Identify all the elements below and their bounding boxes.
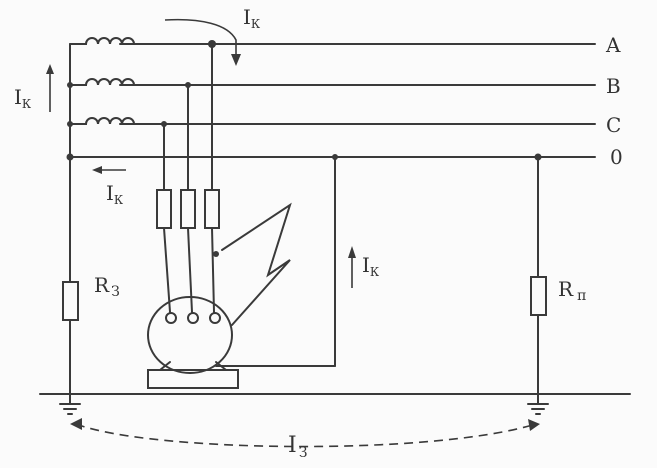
neutral-to-frame [215,154,338,367]
resistor-rn [530,153,547,405]
label-ik-middle: IК [362,253,380,279]
fuse-1 [156,189,172,229]
label-ik-left: IК [14,85,32,111]
arrow-ik-middle [348,246,356,288]
resistor-rn-body [530,276,547,316]
ground-current-arrow [70,418,540,448]
label-phase-a: A [605,33,621,57]
label-ik-neutral: IК [106,181,124,207]
arrow-ik-left [46,64,54,112]
motor-body [147,296,233,374]
motor-feed-wires [161,40,216,191]
label-ik-top: IК [243,5,261,31]
motor-base [147,369,239,389]
motor [147,296,239,389]
coil-a [69,37,135,45]
coil-c [69,117,135,125]
fuse-3 [204,189,220,229]
generator-windings [66,37,135,161]
arrow-ik-neutral [92,166,126,174]
ground-symbol-left [59,403,81,415]
fuse-2 [180,189,196,229]
label-neutral: 0 [610,145,623,169]
label-phase-b: B [606,74,621,98]
resistor-r3 [62,156,79,405]
phase-lines [69,43,596,158]
fault-lightning-icon [221,202,292,326]
resistor-r3-body [62,281,79,321]
fuses [156,189,220,229]
arrow-ik-top [164,18,241,66]
label-phase-c: C [606,113,621,137]
coil-b [69,78,135,86]
ground-symbol-right [527,403,549,415]
